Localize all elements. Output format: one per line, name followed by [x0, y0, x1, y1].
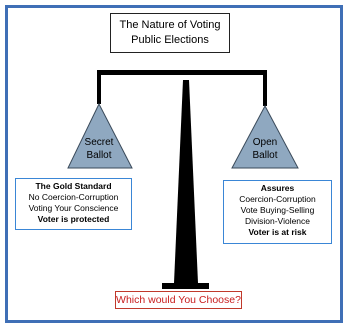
question-text: Which would You Choose?: [116, 294, 241, 306]
secret-ballot-line-2: Voting Your Conscience: [28, 203, 119, 213]
secret-ballot-line-1: No Coercion-Corruption: [28, 192, 119, 202]
right-pan-triangle: [231, 104, 299, 169]
scale-pillar: [174, 80, 198, 283]
open-ballot-footer: Voter is at risk: [248, 227, 307, 237]
left-hanger: [97, 70, 101, 104]
open-ballot-heading: Assures: [260, 183, 295, 193]
left-pan-triangle: [67, 102, 133, 169]
question-box: Which would You Choose?: [115, 291, 242, 309]
scale-base: [162, 283, 209, 289]
left-pan-label-line-2: Ballot: [86, 150, 112, 161]
secret-ballot-box: The Gold Standard No Coercion-Corruption…: [15, 178, 132, 230]
right-hanger: [263, 70, 267, 106]
open-ballot-box: Assures Coercion-Corruption Vote Buying-…: [223, 180, 332, 244]
open-ballot-line-3: Division-Violence: [244, 216, 311, 226]
open-ballot-line-2: Vote Buying-Selling: [240, 205, 315, 215]
secret-ballot-footer: Voter is protected: [37, 214, 110, 224]
title-line-2: Public Elections: [131, 34, 209, 46]
right-pan-label-line-2: Ballot: [252, 150, 278, 161]
right-pan-label: Open Ballot: [242, 136, 288, 162]
left-pan-label-line-1: Secret: [84, 137, 114, 148]
title-box: The Nature of Voting Public Elections: [110, 13, 230, 53]
left-pan-label: Secret Ballot: [76, 136, 122, 162]
open-ballot-line-1: Coercion-Corruption: [239, 194, 316, 204]
secret-ballot-heading: The Gold Standard: [35, 181, 112, 191]
scale-beam: [97, 70, 267, 75]
title-line-1: The Nature of Voting: [119, 19, 221, 31]
right-pan-label-line-1: Open: [252, 137, 278, 148]
